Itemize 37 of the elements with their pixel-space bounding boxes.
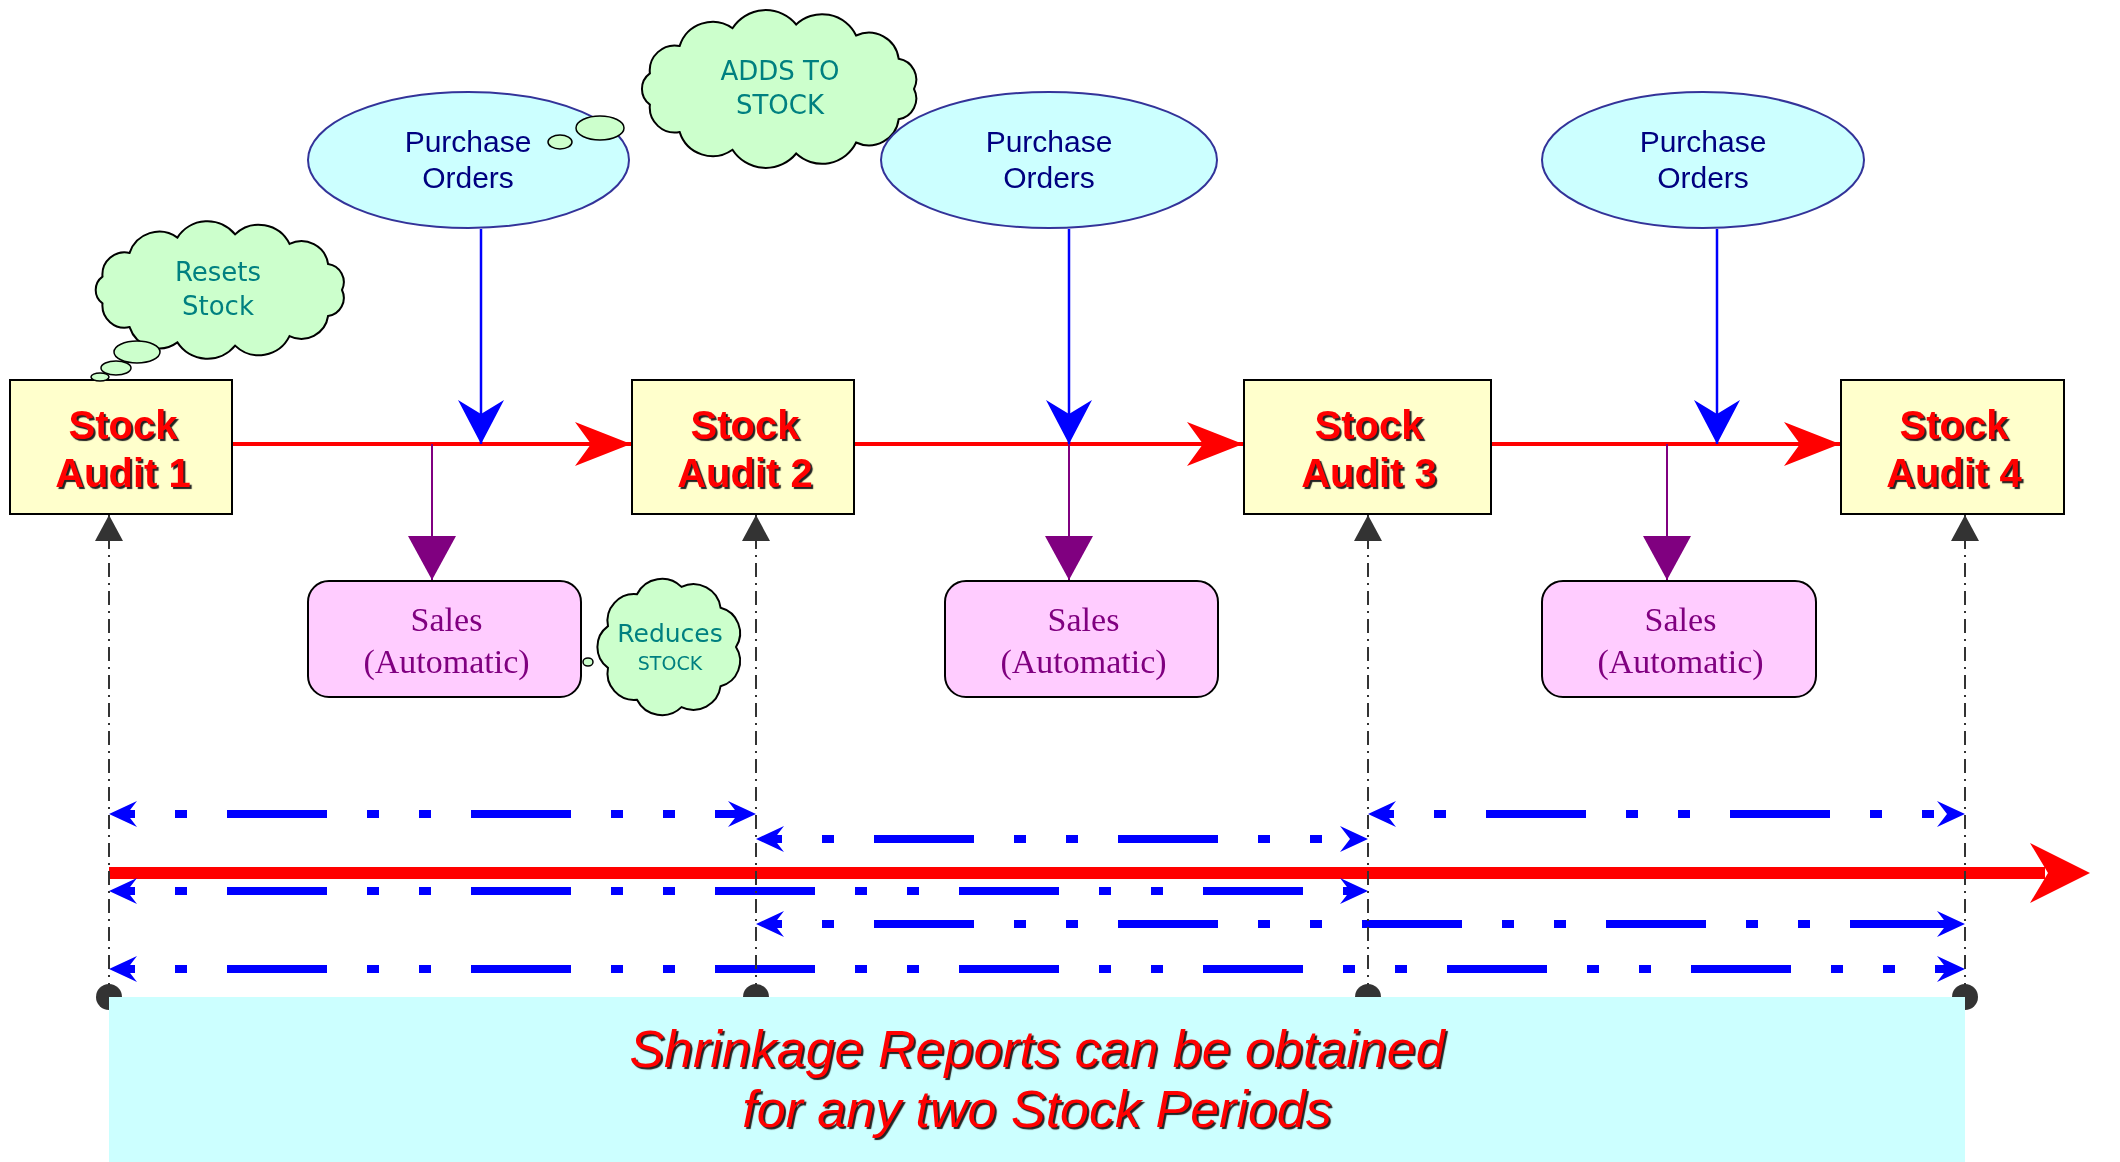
arrow xyxy=(1046,229,1092,444)
ellipse-node xyxy=(307,91,630,229)
node-label: Stock Audit 2 xyxy=(676,402,814,497)
arrow xyxy=(1643,443,1691,581)
arrow xyxy=(855,422,1243,466)
audit-box xyxy=(1840,379,2065,515)
rounded-box xyxy=(307,580,582,698)
node-label: Sales (Automatic) xyxy=(999,599,1168,682)
node-label: Reduces xyxy=(617,618,723,651)
node-label: Purchase Orders xyxy=(403,124,533,196)
node-label: ADDS TO STOCK xyxy=(719,55,841,122)
audit-box xyxy=(1243,379,1492,515)
node-label: Purchase Orders xyxy=(1638,124,1768,196)
arrow xyxy=(458,229,504,444)
node-label: Stock Audit 4 xyxy=(1885,402,2023,497)
node-label: Stock Audit 3 xyxy=(1300,402,1438,497)
rounded-box xyxy=(944,580,1219,698)
arrow xyxy=(233,422,631,466)
ellipse-node xyxy=(880,91,1218,229)
node-label: Stock Audit 1 xyxy=(54,402,192,497)
arrow xyxy=(408,443,456,581)
audit-box xyxy=(9,379,233,515)
node-label: Sales (Automatic) xyxy=(362,599,531,682)
rounded-box xyxy=(1541,580,1817,698)
arrow xyxy=(1492,422,1840,466)
arrow xyxy=(1694,229,1740,444)
ellipse-node xyxy=(1541,91,1865,229)
banner xyxy=(109,997,1965,1162)
arrow xyxy=(1951,514,1979,1010)
audit-box xyxy=(631,379,855,515)
node-label: STOCK xyxy=(637,650,703,676)
node-label: Resets Stock xyxy=(173,256,263,323)
node-label: Sales (Automatic) xyxy=(1596,599,1765,682)
node-label: Shrinkage Reports can be obtained for any two Stock Periods xyxy=(628,1019,1447,1140)
arrow xyxy=(1045,443,1093,581)
arrow xyxy=(95,514,123,1010)
node-label: Purchase Orders xyxy=(984,124,1114,196)
